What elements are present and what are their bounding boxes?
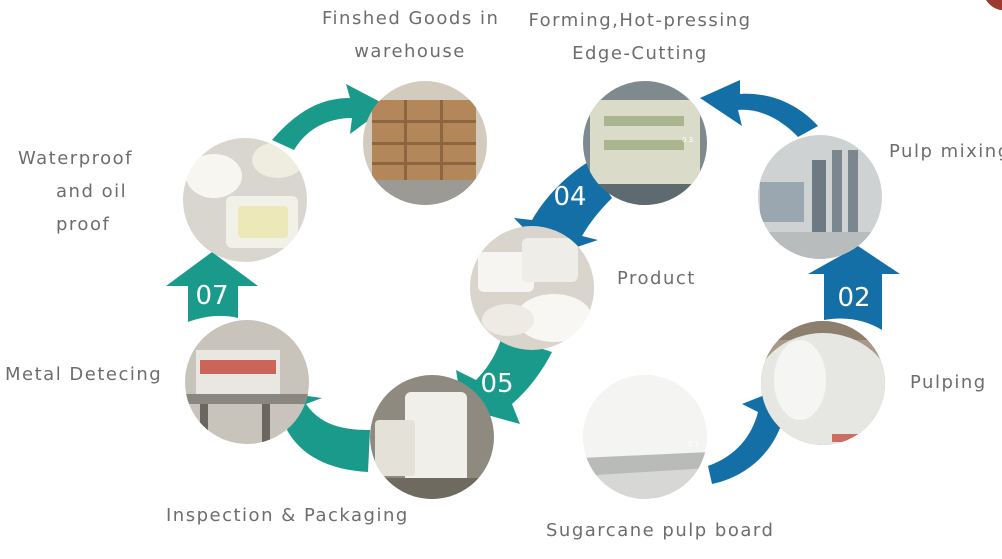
arrow-waterproof-to-warehouse: [272, 84, 388, 150]
label-metal-detecting: Metal Detecing: [5, 364, 163, 385]
photo-sugarcane-pulp-board: 0 1: [583, 375, 707, 499]
step-number-04: 04: [553, 182, 586, 212]
label-finished-goods: Finshed Goods in warehouse: [322, 8, 498, 62]
arrow-metal-to-waterproof: 07: [166, 252, 258, 322]
label-inspection-packaging: Inspection & Packaging: [166, 505, 409, 526]
photo-product: [470, 226, 594, 350]
photo-tag-01: 0 1: [688, 440, 699, 448]
label-forming: Forming,Hot-pressing Edge-Cutting: [526, 10, 754, 64]
label-finished-goods-line2: warehouse: [354, 41, 466, 62]
label-waterproof-line1: Waterproof: [18, 148, 134, 169]
photo-pulp-mixing: [758, 135, 882, 259]
label-finished-goods-line1: Finshed Goods in: [322, 8, 500, 29]
label-forming-line2: Edge-Cutting: [572, 43, 708, 64]
label-waterproof-line3: proof: [56, 214, 111, 235]
arrow-mixing-to-forming: [700, 80, 818, 137]
photo-warehouse: [363, 81, 487, 205]
label-pulp-mixing: Pulp mixing: [889, 141, 1002, 162]
photo-inspection-packaging: [370, 375, 494, 499]
step-number-07: 07: [195, 281, 228, 311]
label-sugarcane-pulp-board: Sugarcane pulp board: [546, 520, 775, 541]
photo-tag-03: 0 3: [682, 136, 693, 144]
step-number-02: 02: [837, 283, 870, 313]
label-pulping: Pulping: [910, 372, 987, 393]
step-number-05: 05: [480, 369, 513, 399]
photo-waterproof-oil-proof: [183, 138, 307, 262]
label-product: Product: [617, 268, 696, 289]
photo-metal-detecting: [185, 320, 309, 444]
label-forming-line1: Forming,Hot-pressing: [528, 10, 752, 31]
arrow-pulping-to-mixing: 02: [808, 246, 900, 330]
corner-decoration: [986, 0, 1002, 10]
label-waterproof: Waterproof and oil proof: [18, 148, 133, 235]
label-waterproof-line2: and oil: [56, 181, 128, 202]
photo-pulping: [761, 321, 885, 445]
